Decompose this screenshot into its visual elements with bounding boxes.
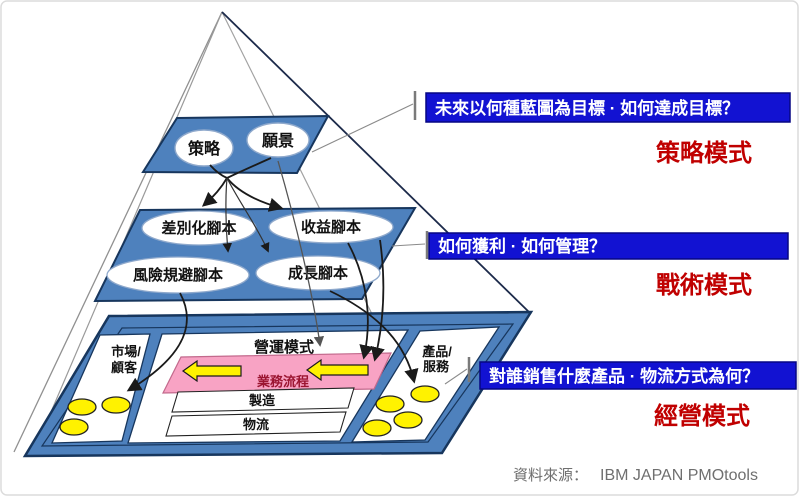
risk-avoidance-oval bbox=[106, 256, 250, 294]
operations-question-text: 對誰銷售什麼產品 · 物流方式為何？ bbox=[489, 366, 759, 386]
vision-oval-label: 願景 bbox=[262, 132, 294, 150]
flow-to-risk bbox=[222, 177, 233, 253]
differentiation-oval-label: 差別化腳本 bbox=[161, 219, 236, 237]
operations-mode-label: 經營模式 bbox=[654, 402, 750, 430]
flow-to-product-ovals bbox=[329, 290, 419, 384]
logistics-bar bbox=[165, 411, 347, 437]
strategy-question-text: 未來以何種藍圖為目標 · 如何達成目標？ bbox=[434, 98, 739, 118]
leader-line-tactics bbox=[391, 243, 426, 247]
right-flow-arrow-icon bbox=[305, 358, 369, 382]
vision-oval bbox=[246, 122, 310, 158]
callout-leaders bbox=[311, 91, 471, 385]
risk-avoidance-oval-label: 風險規避腳本 bbox=[133, 266, 223, 284]
manufacturing-label: 製造 bbox=[248, 393, 276, 408]
source-value: IBM JAPAN PMOtools bbox=[600, 467, 758, 484]
logistics-label: 物流 bbox=[243, 417, 269, 432]
growth-oval-label: 成長腳本 bbox=[288, 264, 348, 282]
flow-connectors bbox=[126, 157, 419, 392]
tactics-level: 差別化腳本 收益腳本 風險規避腳本 成長腳本 bbox=[93, 206, 417, 303]
product-oval bbox=[375, 395, 405, 413]
pyramid-left-inner-edge bbox=[32, 11, 223, 455]
strategy-mode-label: 策略模式 bbox=[656, 139, 752, 167]
operating-model-title: 營運模式 bbox=[254, 338, 314, 356]
product-panel bbox=[350, 326, 501, 443]
manufacturing-bar bbox=[171, 387, 355, 413]
footer: 資料來源： IBM JAPAN PMOtools bbox=[513, 467, 758, 484]
product-label-line2: 服務 bbox=[423, 359, 450, 374]
operations-question-box bbox=[479, 361, 797, 390]
flow-vision-to-operations bbox=[277, 160, 325, 347]
leader-line-strategy bbox=[311, 103, 414, 153]
customer-oval bbox=[101, 396, 131, 414]
tactics-question-box bbox=[428, 232, 789, 260]
pyramid-left-edge bbox=[13, 11, 223, 453]
callouts: 未來以何種藍圖為目標 · 如何達成目標？ 策略模式 如何獲利 · 如何管理？ 戰… bbox=[425, 92, 797, 430]
pyramid-outline bbox=[13, 11, 532, 455]
product-label-line1: 產品/ bbox=[421, 344, 452, 359]
tactics-question-text: 如何獲利 · 如何管理？ bbox=[438, 236, 606, 256]
business-process-band bbox=[162, 352, 392, 394]
flow-vision-stem bbox=[226, 157, 272, 179]
strategy-level: 策略 願景 bbox=[141, 114, 330, 175]
product-oval bbox=[362, 419, 392, 437]
flow-to-differentiation bbox=[201, 177, 228, 207]
market-label-line2: 顧客 bbox=[111, 360, 138, 375]
flow-to-revenue bbox=[226, 177, 284, 212]
operations-level: 市場/ 顧客 營運模式 業務流程 製造 物流 產品/ 服務 bbox=[22, 310, 534, 458]
strategy-oval-label: 策略 bbox=[187, 139, 221, 158]
tactics-mode-label: 戰術模式 bbox=[656, 271, 752, 299]
customer-oval bbox=[67, 398, 97, 416]
flow-growth-to-process bbox=[370, 239, 385, 362]
growth-oval bbox=[255, 255, 381, 291]
revenue-oval bbox=[268, 210, 394, 244]
flow-to-market-ovals bbox=[126, 292, 188, 392]
customer-oval bbox=[59, 418, 89, 436]
leader-line-operations bbox=[444, 368, 468, 385]
strategy-question-box bbox=[425, 92, 791, 123]
source-label: 資料來源： bbox=[513, 467, 588, 484]
flow-revenue-to-process bbox=[347, 242, 374, 360]
flow-to-growth bbox=[226, 177, 270, 253]
revenue-oval-label: 收益腳本 bbox=[301, 218, 361, 236]
left-flow-arrow-icon bbox=[181, 359, 242, 383]
strategy-oval bbox=[174, 129, 234, 167]
flow-strategy-stem bbox=[209, 164, 228, 179]
product-oval bbox=[393, 411, 423, 429]
pyramid-right-edge bbox=[221, 11, 532, 315]
market-label-line1: 市場/ bbox=[111, 344, 141, 359]
product-oval bbox=[410, 385, 440, 403]
business-process-label: 業務流程 bbox=[256, 374, 309, 389]
